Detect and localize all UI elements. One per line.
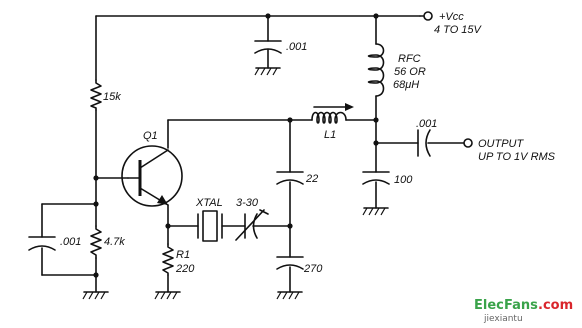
inductor-l1-label: L1 [324, 129, 336, 141]
ground-left [82, 291, 109, 300]
capacitor-100 [362, 171, 390, 185]
capacitor-22-label: 22 [305, 173, 318, 185]
junction-dots [93, 13, 379, 278]
resistor-r1-name-label: R1 [176, 249, 190, 261]
capacitor-270-label: 270 [303, 263, 323, 275]
resistor-15k-label: 15k [103, 91, 121, 103]
trimmer-label: 3-30 [236, 197, 259, 209]
ground-top-cap [254, 67, 281, 76]
vcc-range-label: 4 TO 15V [434, 24, 483, 36]
capacitor-top-label: .001 [286, 41, 307, 53]
output-label: OUTPUT [478, 138, 525, 150]
watermark-sub: jiexiantu [484, 314, 523, 324]
ground-100-cap [362, 207, 389, 216]
watermark: Elec Fans .com jiexiantu [474, 298, 580, 326]
capacitor-100-label: 100 [394, 174, 413, 186]
capacitor-left-label: .001 [60, 236, 81, 248]
transistor-q1 [121, 145, 183, 207]
ground-270-cap [276, 291, 303, 300]
output-terminal [463, 138, 473, 148]
capacitor-output [417, 129, 431, 157]
crystal-xtal-label: XTAL [195, 197, 223, 209]
l1-tuning-arrow [313, 103, 354, 111]
resistor-4-7k [90, 225, 102, 259]
resistor-15k [90, 79, 102, 111]
ground-r1 [154, 291, 181, 300]
resistor-4-7k-label: 4.7k [104, 236, 125, 248]
output-note-label: UP TO 1V RMS [478, 151, 556, 163]
rfc-value-label-2: 68μH [393, 79, 419, 91]
wiring [41, 15, 465, 293]
vcc-label: +Vcc [439, 11, 464, 23]
inductor-l1 [311, 111, 347, 124]
resistor-r1 [162, 243, 174, 276]
vcc-terminal [419, 11, 433, 21]
watermark-domain: .com [538, 298, 574, 313]
trimmer-capacitor [235, 209, 269, 241]
capacitor-22 [276, 171, 304, 185]
rfc-inductor [367, 43, 385, 97]
watermark-brand-accent: Fans [504, 298, 538, 313]
capacitor-270 [276, 256, 304, 270]
crystal-xtal [197, 210, 223, 242]
transistor-q1-label: Q1 [143, 130, 158, 142]
resistor-r1-value-label: 220 [175, 263, 195, 275]
rfc-value-label-1: 56 OR [394, 66, 426, 78]
capacitor-top [254, 40, 282, 54]
capacitor-left [28, 236, 56, 251]
capacitor-output-label: .001 [416, 118, 437, 130]
rfc-name-label: RFC [398, 53, 421, 65]
watermark-brand: Elec [474, 298, 504, 313]
